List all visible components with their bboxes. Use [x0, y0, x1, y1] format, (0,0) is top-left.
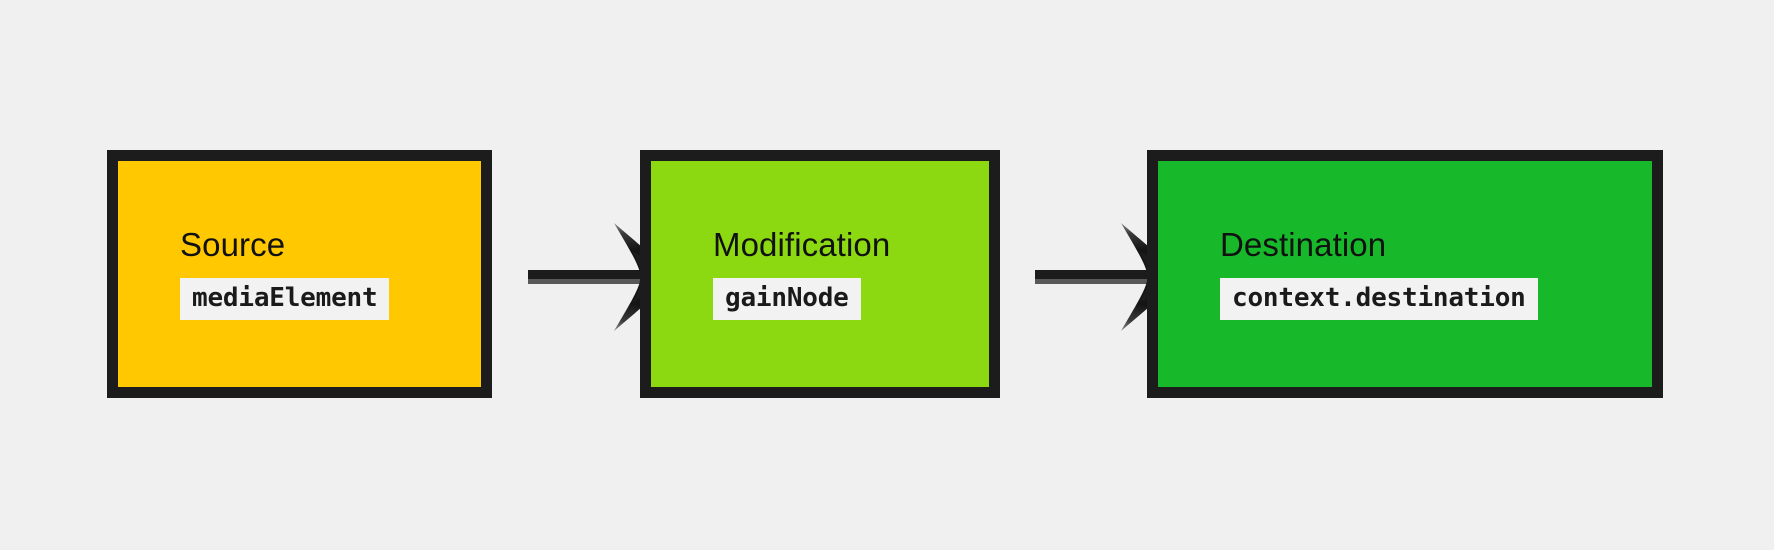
node-destination[interactable]: Destination context.destination: [1147, 150, 1663, 398]
node-modification-title: Modification: [713, 225, 891, 263]
node-source-code-chip: mediaElement: [180, 278, 390, 321]
node-source[interactable]: Source mediaElement: [107, 150, 492, 398]
node-modification-code-chip: gainNode: [713, 278, 861, 321]
node-source-title: Source: [180, 225, 286, 263]
node-destination-title: Destination: [1220, 225, 1387, 263]
node-modification[interactable]: Modification gainNode: [640, 150, 1000, 398]
node-destination-code-chip: context.destination: [1220, 278, 1538, 321]
